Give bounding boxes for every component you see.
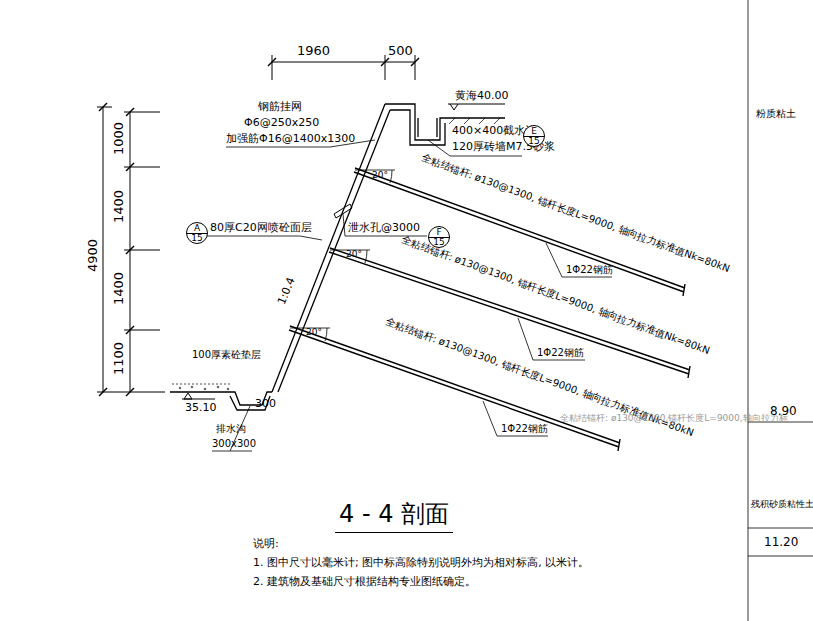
callout-text: A: [187, 224, 207, 233]
drawing-label: 20°: [372, 171, 388, 181]
drawing-label: 1400: [112, 190, 126, 223]
angle-mark: [290, 170, 395, 341]
drawing-label: 2. 建筑物及基础尺寸根据结构专业图纸确定。: [253, 576, 476, 588]
drawing-label: 1:0.4: [276, 276, 298, 307]
drawing-label: 1100: [112, 342, 126, 375]
drawing-label: 8.90: [770, 405, 797, 418]
drawing-label: 35.10: [185, 402, 217, 414]
ground-hatch: [449, 118, 500, 124]
callout-text: F: [429, 228, 449, 237]
drawing-label: 300x300: [212, 438, 256, 449]
drawing-label: 1000: [112, 122, 126, 155]
drawing-label: 泄水孔@3000: [348, 222, 420, 234]
drawing-label: 1. 图中尺寸以毫米计; 图中标高除特别说明外均为相对标高, 以米计。: [253, 557, 589, 569]
dimension-line: [268, 55, 419, 80]
drawing-label: Φ6@250x250: [244, 117, 319, 129]
drawing-label: 钢筋挂网: [258, 101, 302, 113]
drawing-label: 1Φ22钢筋: [501, 423, 548, 434]
drawing-label: 4900: [86, 239, 100, 272]
callout-text: 15: [524, 137, 544, 146]
callout-circle: A15: [186, 222, 208, 244]
drawing-label: 20°: [346, 250, 362, 260]
drawing-label: 1Φ22钢筋: [566, 264, 613, 275]
callout-circle: F15: [428, 226, 450, 248]
callout-text: E: [524, 127, 544, 136]
callout-text: 15: [187, 234, 207, 243]
drawing-label: 11.20: [764, 536, 798, 549]
callout-circle: E15: [523, 125, 545, 147]
drawing-label: 残积砂质粘性土: [751, 500, 813, 510]
drawing-label: 20°: [306, 328, 322, 338]
elevation-mark: [182, 393, 215, 399]
callout-text: 15: [429, 238, 449, 247]
drawing-label: 全粘结锚杆: ø130@1300,锚杆长度L=9000,轴向拉力标: [560, 414, 788, 424]
concrete-pad: [172, 384, 232, 390]
elevation-mark: [448, 104, 505, 110]
drawing-label: 500: [388, 44, 413, 58]
drawing-label: 1960: [297, 44, 330, 58]
dimension-line: [97, 103, 165, 396]
drawing-label: 加强筋Φ16@1400x1300: [226, 133, 355, 145]
drawing-label: 80厚C20网喷砼面层: [210, 222, 312, 234]
drawing-label: 300: [255, 398, 276, 410]
strata-column: [748, 0, 813, 621]
section-title: 4 - 4 剖面: [335, 498, 453, 533]
drawing-label: 1400: [112, 272, 126, 305]
drawing-label: 100厚素砼垫层: [192, 349, 261, 360]
drawing-label: 黄海40.00: [455, 90, 509, 102]
drawing-label: 排水沟: [216, 423, 246, 434]
drawing-label: 粉质粘土: [756, 108, 796, 119]
drawing-label: 说明:: [253, 538, 279, 550]
drawing-label: 1Φ22钢筋: [537, 347, 584, 358]
